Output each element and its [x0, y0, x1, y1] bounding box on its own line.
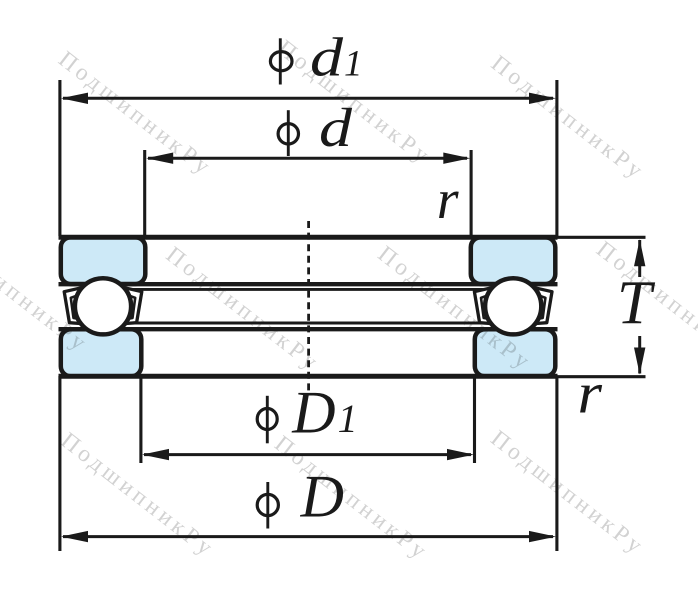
svg-text:d: d: [310, 27, 344, 88]
svg-text:D: D: [291, 380, 335, 446]
svg-text:1: 1: [338, 396, 358, 441]
svg-text:r: r: [437, 169, 459, 231]
svg-text:1: 1: [344, 44, 363, 85]
svg-text:d: d: [319, 97, 353, 158]
svg-text:T: T: [617, 270, 656, 338]
svg-text:r: r: [578, 361, 603, 426]
svg-text:D: D: [300, 464, 344, 530]
